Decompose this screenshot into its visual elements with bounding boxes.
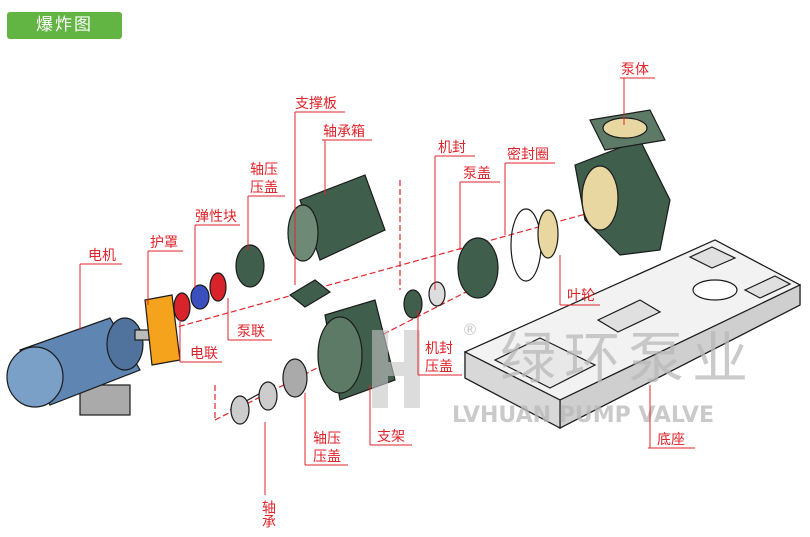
watermark-en: LVHUAN PUMP VALVE [452,403,714,428]
diagram-shape [417,310,462,376]
diagram-shape [404,330,420,408]
bracket [317,299,396,401]
watermark-registered-mark: ® [462,320,478,339]
shaft-gland-top [235,244,265,288]
diagram-shape [194,224,240,288]
diagram-shape [581,165,619,231]
pump-cover [457,237,499,299]
diagram-shape [464,351,561,429]
label-motor-coupling: 电联 [190,346,218,362]
diagram-shape [287,204,319,262]
label-shaft-gland-bottom-1: 轴压 [313,431,341,447]
shaft-gland-bottom [282,358,308,398]
diagram-shape [434,155,475,290]
watermark-logo-icon [372,330,420,408]
label-motor: 电机 [88,248,116,264]
diagram-shape [147,250,183,305]
label-pump-coupling: 泵联 [237,324,265,340]
bearing [230,395,250,425]
mech-seal [428,281,446,307]
diagram-shape [493,337,597,389]
diagram-shape [692,279,738,301]
diagram-shape [79,263,122,330]
diagram-shape [247,195,285,250]
label-shaft-gland-bottom-2: 压盖 [313,449,341,465]
diagram-shape [227,298,272,341]
label-shaft-gland-top-2: 压盖 [250,180,278,196]
label-seal-ring: 密封圈 [507,146,549,163]
pump-coupling [209,272,227,302]
diagram-shape [648,385,695,449]
diagram-shape [6,346,64,408]
axis-line-connector [214,180,401,420]
elastic-block [190,284,210,310]
diagram-shape [688,246,737,269]
watermark-cn: 绿环泵业 [500,327,756,392]
diagram-shape [304,393,348,466]
diagram-shape [288,279,332,308]
pump-body [574,109,671,256]
label-bearing: 轴承 [260,500,276,528]
diagram-shape [317,316,363,394]
mech-seal-gland [403,289,423,319]
diagram-shape [602,117,648,139]
diagram-shape [369,385,412,446]
bearing-box [287,174,386,308]
bearing [258,381,278,411]
label-elastic-block: 弹性块 [195,209,237,225]
label-shaft-gland-top-1: 轴压 [250,162,278,178]
diagram-shape [106,317,144,371]
seal-ring [510,208,542,282]
label-guard: 护罩 [150,235,178,251]
base-plate [463,239,802,429]
motor [6,317,154,416]
label-pump-body: 泵体 [621,62,649,78]
label-mech-seal: 机封 [438,140,466,156]
section-title-badge: 爆炸图 [7,12,122,39]
label-bearing-box: 轴承箱 [323,124,365,140]
motor-coupling [173,292,191,322]
leader-lines [79,77,695,495]
diagram-shape [372,330,388,408]
label-impeller: 叶轮 [567,288,595,304]
diagram-shape [294,111,345,285]
diagram-shape [596,299,662,333]
diagram-shape [620,77,655,125]
impeller [537,209,559,259]
watermark: ® 绿环泵业 LVHUAN PUMP VALVE [372,320,756,428]
diagram-shape [459,181,500,250]
axis-line-lower [214,289,471,421]
diagram-shape [322,139,372,195]
diagram-shape [179,315,222,363]
label-support-plate: 支撑板 [295,96,337,112]
diagram-shape [504,162,555,235]
label-mech-seal-gland-1: 机封 [425,341,453,357]
diagram-shape [743,275,792,299]
label-bracket: 支架 [377,429,405,445]
label-mech-seal-gland-2: 压盖 [425,359,453,375]
label-base: 底座 [657,432,685,448]
diagram-shape [559,255,600,306]
label-pump-cover: 泵盖 [463,166,491,182]
diagram-shape [388,362,404,376]
